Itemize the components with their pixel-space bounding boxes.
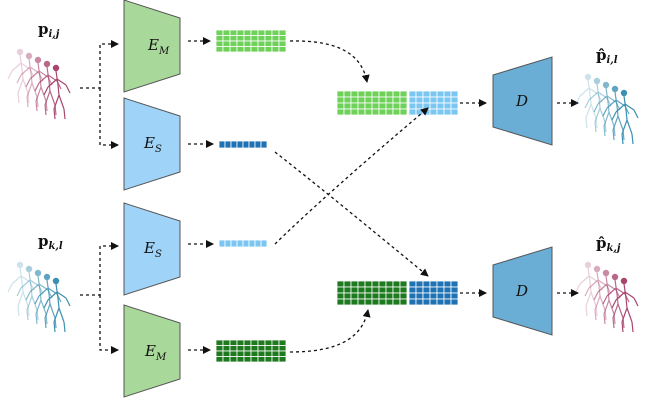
decoder-bottom bbox=[492, 246, 553, 336]
pose-label-p-kl: pk,l bbox=[38, 232, 63, 252]
motion-code-bottom bbox=[215, 339, 287, 363]
combined-code-bottom-motion bbox=[336, 280, 408, 306]
style-encoder-bottom bbox=[123, 202, 181, 296]
skeleton-output-top bbox=[575, 73, 639, 145]
input-connectors-top bbox=[80, 40, 119, 149]
pose-label-p-ij: pi,j bbox=[38, 20, 60, 40]
pose-label-phat-il: p̂i,l bbox=[596, 46, 618, 66]
enc-style-bottom-label: ES bbox=[143, 239, 162, 260]
style-code-top bbox=[218, 140, 268, 149]
skeleton-figures bbox=[7, 48, 639, 333]
decoder-arrows bbox=[460, 99, 579, 297]
latent-swap-arrows bbox=[274, 40, 429, 353]
combined-code-bottom-style bbox=[408, 280, 459, 306]
decoder-top bbox=[492, 56, 553, 146]
motion-encoder-top bbox=[123, 0, 181, 93]
input-connectors-bottom bbox=[80, 242, 119, 354]
decoder-top-label: D bbox=[515, 92, 528, 110]
pose-label-phat-kj: p̂k,j bbox=[596, 234, 621, 254]
encoder-output-arrows bbox=[188, 37, 214, 354]
skeleton-input-bottom bbox=[7, 261, 71, 333]
combined-code-top-style bbox=[408, 90, 459, 116]
skeleton-input-top bbox=[7, 48, 71, 120]
enc-style-top-label: ES bbox=[143, 134, 162, 155]
style-encoder-top bbox=[123, 97, 181, 191]
latent-grids bbox=[215, 29, 459, 363]
style-code-bottom bbox=[218, 239, 268, 248]
combined-code-top-motion bbox=[336, 90, 408, 116]
motion-code-top bbox=[215, 29, 287, 53]
motion-encoder-bottom bbox=[123, 304, 181, 398]
decoder-bottom-label: D bbox=[515, 282, 528, 300]
skeleton-output-bottom bbox=[575, 261, 639, 333]
enc-motion-bottom-label: EM bbox=[144, 342, 167, 363]
enc-motion-top-label: EM bbox=[147, 36, 170, 57]
